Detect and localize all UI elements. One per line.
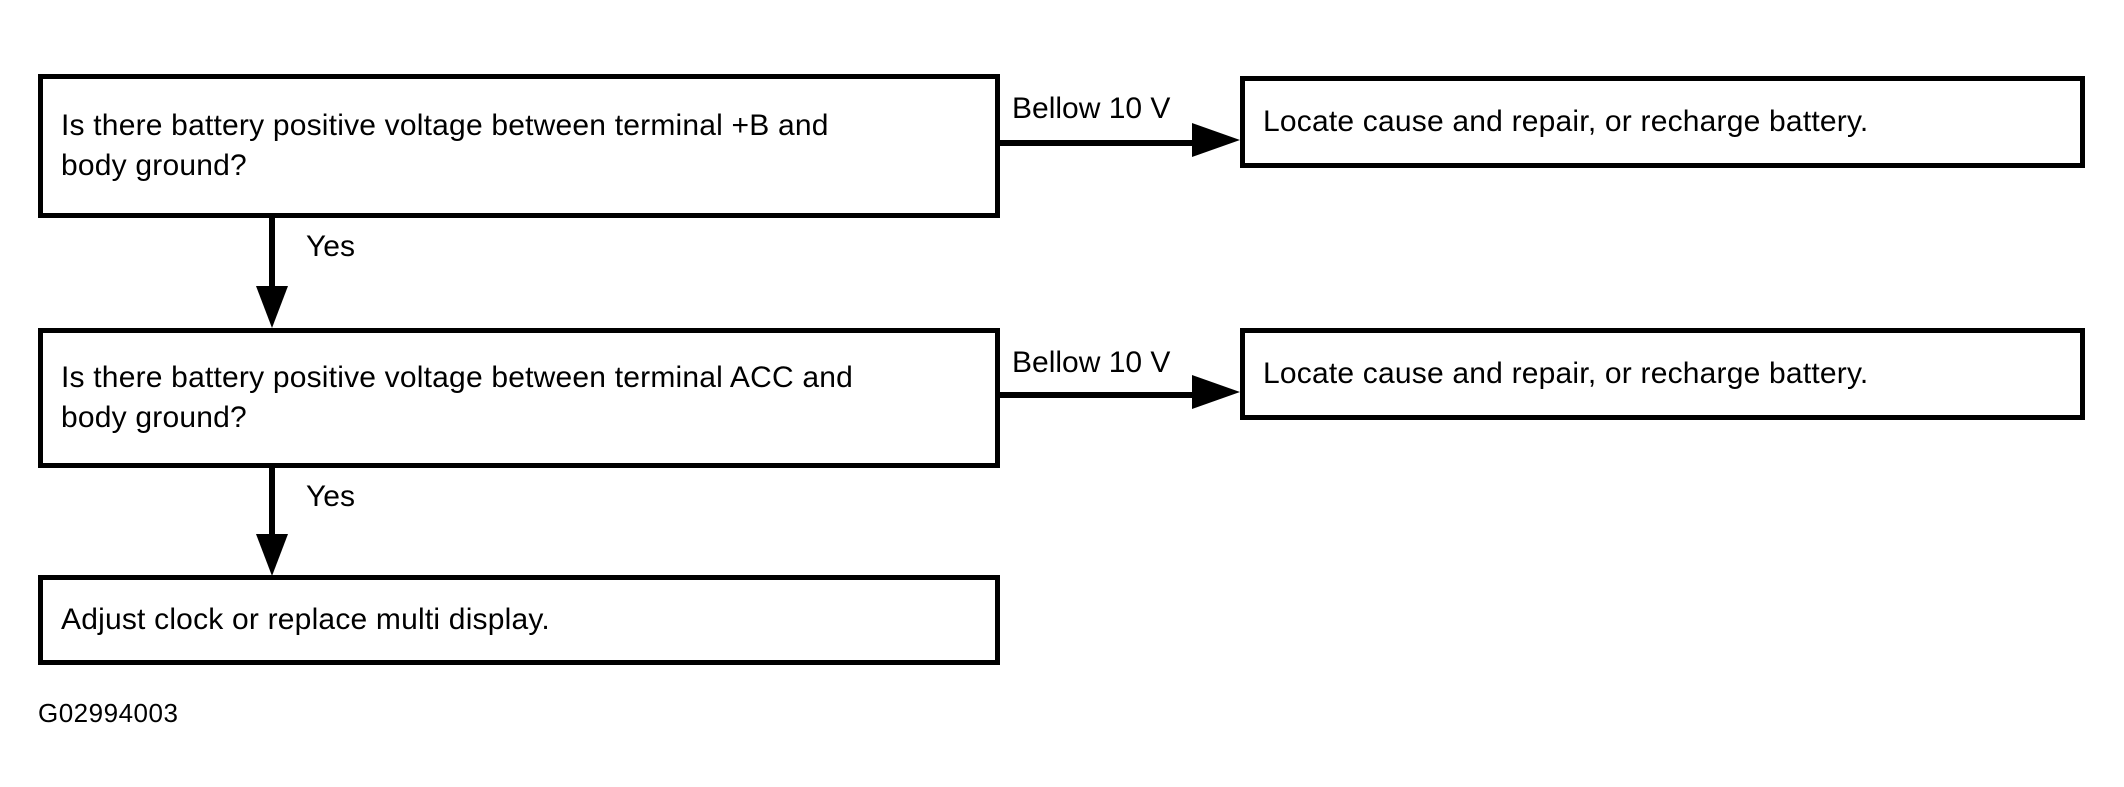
flowchart-node-check-b-terminal: Is there battery positive voltage betwee… bbox=[38, 74, 1000, 218]
edge-label-edge-acc-yes: Yes bbox=[306, 480, 355, 513]
flowchart-node-check-acc-terminal: Is there battery positive voltage betwee… bbox=[38, 328, 1000, 468]
arrowhead-down-icon bbox=[256, 534, 288, 576]
node-label-repair-battery-2: Locate cause and repair, or recharge bat… bbox=[1263, 357, 1869, 391]
edge-label-edge-acc-below-10v: Bellow 10 V bbox=[1012, 346, 1171, 379]
flowchart-node-repair-battery-1: Locate cause and repair, or recharge bat… bbox=[1240, 76, 2085, 168]
arrowhead-down-icon bbox=[256, 286, 288, 328]
arrowhead-right-icon bbox=[1192, 375, 1240, 409]
connector-line-vertical bbox=[269, 218, 275, 288]
flowchart-node-adjust-clock: Adjust clock or replace multi display. bbox=[38, 575, 1000, 665]
edge-label-edge-b-below-10v: Bellow 10 V bbox=[1012, 92, 1171, 125]
arrowhead-right-icon bbox=[1192, 123, 1240, 157]
node-label-adjust-clock: Adjust clock or replace multi display. bbox=[61, 603, 550, 637]
node-label-check-b-terminal: Is there battery positive voltage betwee… bbox=[61, 109, 829, 182]
node-label-repair-battery-1: Locate cause and repair, or recharge bat… bbox=[1263, 105, 1869, 139]
connector-line-horizontal bbox=[1000, 392, 1194, 398]
connector-line-horizontal bbox=[1000, 140, 1194, 146]
flowchart-node-repair-battery-2: Locate cause and repair, or recharge bat… bbox=[1240, 328, 2085, 420]
connector-line-vertical bbox=[269, 468, 275, 538]
edge-label-edge-b-yes: Yes bbox=[306, 230, 355, 263]
node-label-check-acc-terminal: Is there battery positive voltage betwee… bbox=[61, 361, 854, 434]
figure-code: G02994003 bbox=[38, 698, 179, 728]
